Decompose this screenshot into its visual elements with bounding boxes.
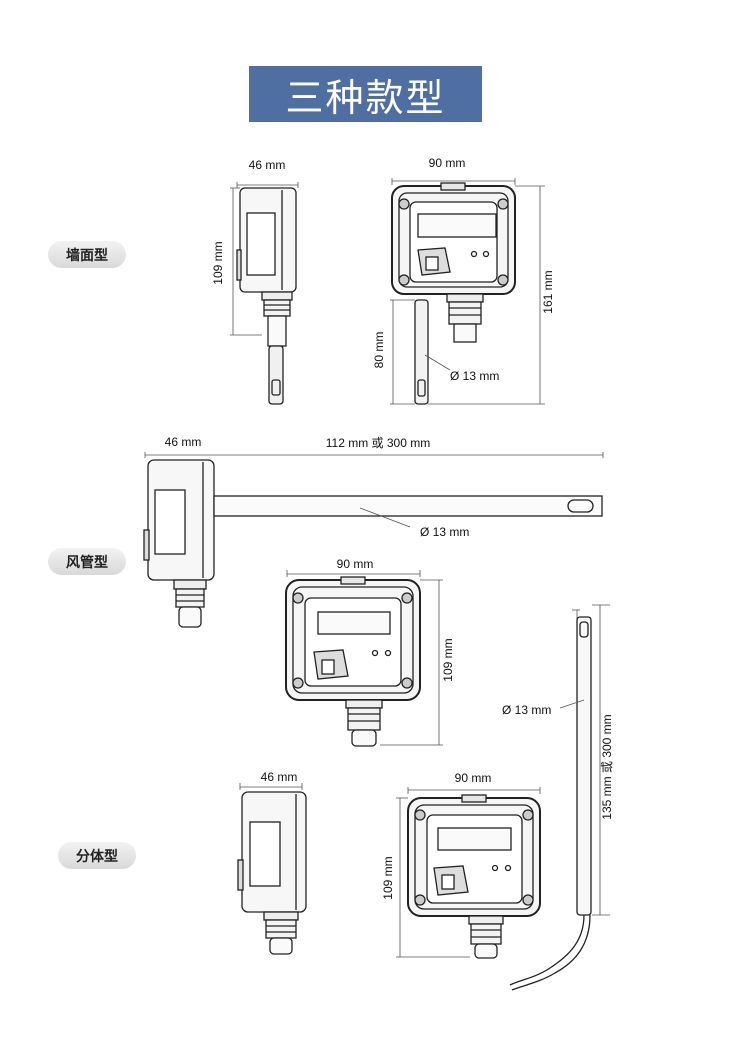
wall-side-view	[230, 182, 299, 405]
type-label-split: 分体型	[58, 842, 136, 869]
dim-duct-height: 109 mm	[441, 638, 455, 681]
dim-duct-depth: 46 mm	[165, 435, 202, 449]
page-title: 三种款型	[249, 66, 482, 122]
dim-wall-probe-diameter: Ø 13 mm	[450, 369, 499, 383]
split-front-view	[396, 787, 541, 959]
dim-split-probe-diameter: Ø 13 mm	[502, 703, 551, 717]
type-label-duct: 风管型	[48, 548, 126, 575]
dim-duct-probe-length: 112 mm 或 300 mm	[326, 436, 430, 450]
dim-split-depth: 46 mm	[261, 770, 298, 784]
dim-duct-width: 90 mm	[337, 557, 374, 571]
dim-wall-total-height: 161 mm	[541, 270, 555, 313]
split-side-view	[237, 783, 307, 955]
dim-split-height: 109 mm	[381, 856, 395, 899]
dim-wall-height-side: 109 mm	[211, 241, 225, 284]
type-label-wall: 墙面型	[48, 241, 126, 268]
duct-front-view	[285, 570, 443, 747]
dim-split-width: 90 mm	[455, 771, 492, 785]
dim-wall-probe-length: 80 mm	[372, 332, 386, 369]
dim-wall-width: 90 mm	[429, 156, 466, 170]
duct-side-view	[143, 452, 604, 628]
wall-front-view	[390, 178, 545, 405]
dim-duct-probe-diameter: Ø 13 mm	[420, 525, 469, 539]
split-remote-probe	[509, 604, 610, 991]
dim-split-probe-length: 135 mm 或 300 mm	[600, 714, 614, 819]
dim-wall-depth: 46 mm	[249, 158, 286, 172]
